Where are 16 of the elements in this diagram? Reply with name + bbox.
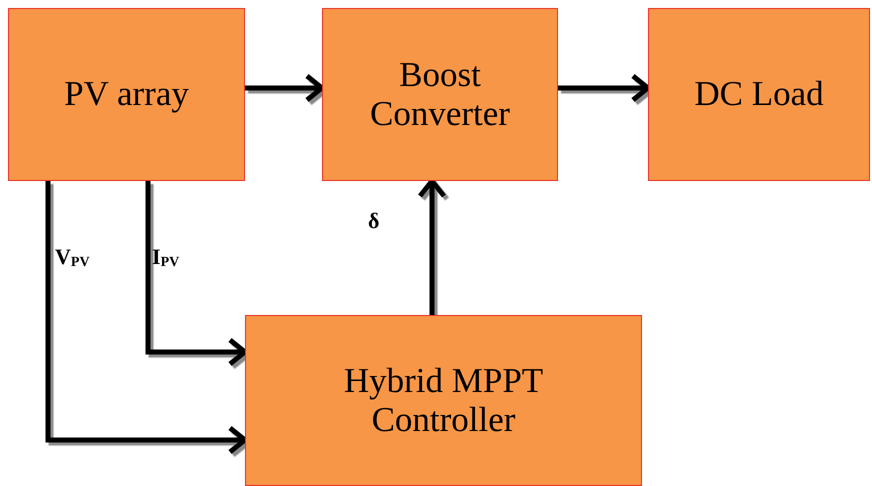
block-box [648,8,870,181]
block-label: Hybrid MPPT Controller [342,362,544,439]
block-box [8,8,245,181]
block-label: Boost Converter [369,56,511,133]
arrow [146,181,248,366]
block-label: DC Load [694,75,824,114]
arrow [46,181,248,454]
edge-label: I$_{PV}$ [152,244,180,270]
edge-label: δ [368,208,380,234]
block-box [322,8,558,181]
arrow [558,74,650,102]
block-box [245,315,642,486]
block-label: PV array [64,75,189,114]
edge-label: V$_{PV}$ [55,244,90,270]
arrow [245,74,324,102]
arrow [418,178,446,315]
